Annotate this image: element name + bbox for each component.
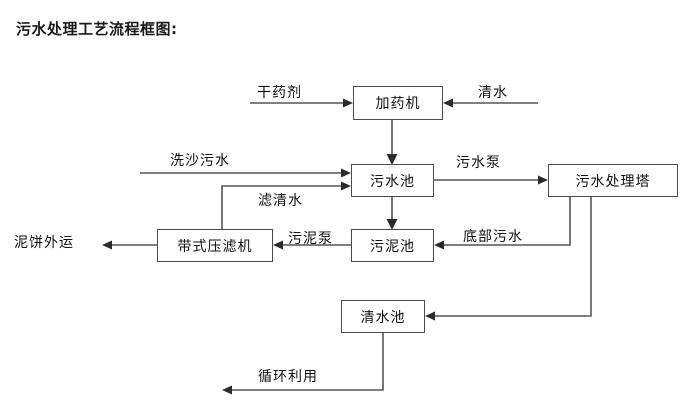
edge-label-sludge-pump: 污泥泵 xyxy=(288,231,333,247)
page-title: 污水处理工艺流程框图: xyxy=(16,20,178,38)
edge-label-clear-water: 清水 xyxy=(478,85,508,101)
edge-label-filtrate: 滤清水 xyxy=(258,193,303,209)
edge-clean-to-recycle xyxy=(222,333,384,395)
edge-press-to-cakeout xyxy=(102,240,157,250)
edge-tower-to-sludge xyxy=(434,197,571,250)
edge-label-dry-agent: 干药剂 xyxy=(257,85,302,101)
node-sludge-pool[interactable]: 污泥池 xyxy=(351,229,434,262)
edge-label-sewage-pump: 污水泵 xyxy=(456,155,501,171)
edge-dry-agent-to-dosing xyxy=(250,98,353,108)
edge-sandwash-to-sewage xyxy=(140,168,351,178)
edge-sewage-to-tower xyxy=(434,175,548,185)
node-sewage-pool[interactable]: 污水池 xyxy=(351,164,434,197)
edge-sludge-to-press xyxy=(273,240,351,250)
node-belt-filter-press[interactable]: 带式压滤机 xyxy=(157,229,273,262)
edge-clear-water-to-dosing xyxy=(443,98,538,108)
edge-sewage-to-sludge xyxy=(386,197,398,230)
edge-dosing-to-sewage xyxy=(386,120,398,165)
edge-filtrate-to-sewage xyxy=(221,181,351,229)
node-clean-water-pool[interactable]: 清水池 xyxy=(341,300,425,333)
edge-tower-to-clean xyxy=(425,197,592,321)
node-dosing-machine[interactable]: 加药机 xyxy=(353,86,443,120)
node-sewage-treatment-tower[interactable]: 污水处理塔 xyxy=(548,164,678,197)
edge-label-bottom-sewage: 底部污水 xyxy=(463,229,523,245)
edge-label-sand-washing-wastewater: 洗沙污水 xyxy=(170,153,230,169)
edge-label-mud-cake-transport: 泥饼外运 xyxy=(14,235,74,251)
edge-label-recycle-reuse: 循环利用 xyxy=(258,369,318,385)
